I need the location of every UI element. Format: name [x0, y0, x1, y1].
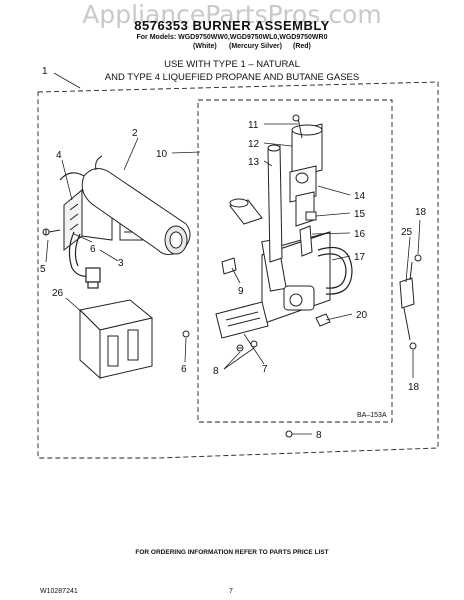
- callout-18-upper: 18: [415, 207, 427, 218]
- callout-6-upper: 6: [90, 244, 96, 255]
- callout-12: 12: [248, 139, 260, 150]
- wire-harness: [68, 231, 101, 289]
- callout-7: 7: [262, 364, 268, 375]
- screw-5: [42, 228, 61, 236]
- usage-line-1: USE WITH TYPE 1 – NATURAL: [164, 59, 300, 70]
- color-red: (Red): [293, 43, 311, 50]
- model-list: For Models: WGD9750WW0,WGD9750WL0,WGD975…: [136, 34, 328, 41]
- screw-20: [315, 313, 331, 327]
- callout-leaders: [45, 72, 421, 435]
- callout-25: 25: [401, 227, 413, 238]
- callout-16: 16: [354, 229, 366, 240]
- page-number: 7: [229, 588, 233, 595]
- callout-11: 11: [248, 120, 259, 131]
- watermark: AppliancePartsPros.com: [82, 0, 382, 29]
- coil-screw: [292, 114, 303, 139]
- mount-screws: [182, 330, 293, 438]
- callout-13: 13: [248, 157, 260, 168]
- mounting-bracket: [78, 299, 154, 380]
- callout-9: 9: [238, 286, 244, 297]
- color-silver: (Mercury Silver): [229, 43, 282, 50]
- burner-subassembly-frame: [197, 99, 393, 423]
- gas-pipe: [267, 144, 283, 263]
- callout-26: 26: [52, 288, 64, 299]
- callout-10: 10: [156, 149, 168, 160]
- assembly-frame: [37, 81, 439, 459]
- callout-5: 5: [40, 264, 46, 275]
- callout-14: 14: [354, 191, 366, 202]
- callout-18-lower: 18: [408, 382, 420, 393]
- burner-tube: [59, 155, 191, 256]
- callout-8-upper: 8: [213, 366, 219, 377]
- callout-4: 4: [56, 150, 62, 161]
- valve-coils: [289, 123, 323, 227]
- color-white: (White): [193, 43, 217, 50]
- callout-15: 15: [354, 209, 366, 220]
- document-number: W10287241: [40, 588, 78, 595]
- harness-clip: [399, 254, 422, 350]
- usage-line-2: AND TYPE 4 LIQUEFIED PROPANE AND BUTANE …: [104, 72, 360, 83]
- callout-17: 17: [354, 252, 366, 263]
- diagram-code: BA–153A: [357, 412, 387, 419]
- valve-bracket: [215, 301, 269, 339]
- callout-1: 1: [42, 66, 48, 77]
- pipe-nipple: [229, 198, 263, 225]
- callout-2: 2: [132, 128, 138, 139]
- orifice: [221, 257, 237, 275]
- callout-6-lower: 6: [181, 364, 187, 375]
- page-title: 8576353 BURNER ASSEMBLY: [134, 18, 330, 33]
- callout-20: 20: [356, 310, 368, 321]
- ordering-note: FOR ORDERING INFORMATION REFER TO PARTS …: [135, 549, 329, 556]
- callout-3: 3: [118, 258, 124, 269]
- callout-8-lower: 8: [316, 430, 322, 441]
- inlet-tube: [317, 246, 353, 295]
